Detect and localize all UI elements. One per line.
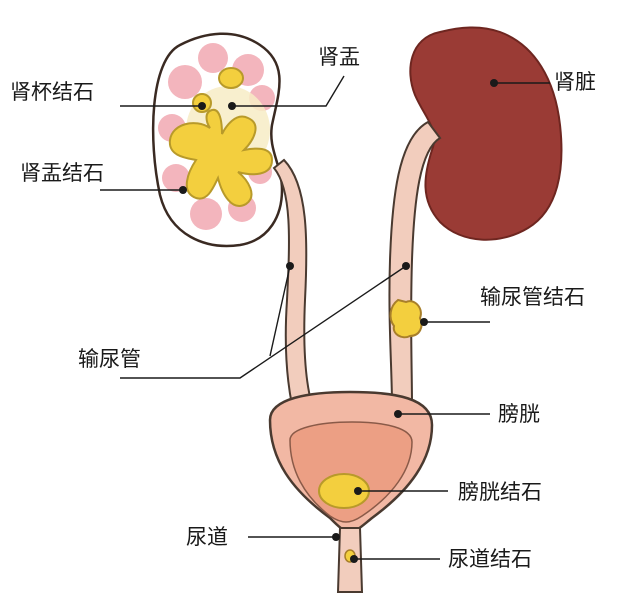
label-kidney: 肾脏 [554,70,596,94]
ureter-stone-shape [389,298,423,339]
dot-ureter-left [286,262,294,270]
label-calyx-stone: 肾杯结石 [10,80,94,104]
calyx-cluster [158,43,275,230]
pelvis-stone-shape [168,108,274,207]
dot-urethra-stone [350,555,358,563]
leader-ureter-left [269,265,291,357]
dot-renal-pelvis [228,102,236,110]
right-kidney [409,26,563,241]
dot-ureter-stone [420,318,428,326]
dot-calyx-stone [198,102,206,110]
dot-ureter-right [402,262,410,270]
label-pelvis-stone: 肾盂结石 [20,161,104,185]
dot-urethra [332,533,340,541]
dot-pelvis-stone [179,186,187,194]
dot-bladder-stone [354,487,362,495]
bladder-group [268,390,434,534]
dot-bladder [394,410,402,418]
label-renal-pelvis: 肾盂 [318,45,360,69]
label-bladder: 膀胱 [498,402,540,426]
leader-renal-pelvis [232,75,345,107]
left-kidney-cross-section [151,32,284,248]
label-ureter-stone: 输尿管结石 [480,285,585,309]
dot-kidney [490,79,498,87]
calyx-stone-2 [218,67,244,89]
label-urethra: 尿道 [186,525,228,549]
label-urethra-stone: 尿道结石 [448,547,532,571]
leader-ureter-right [120,265,407,379]
label-ureter: 输尿管 [78,347,141,371]
label-bladder-stone: 膀胱结石 [458,480,542,504]
